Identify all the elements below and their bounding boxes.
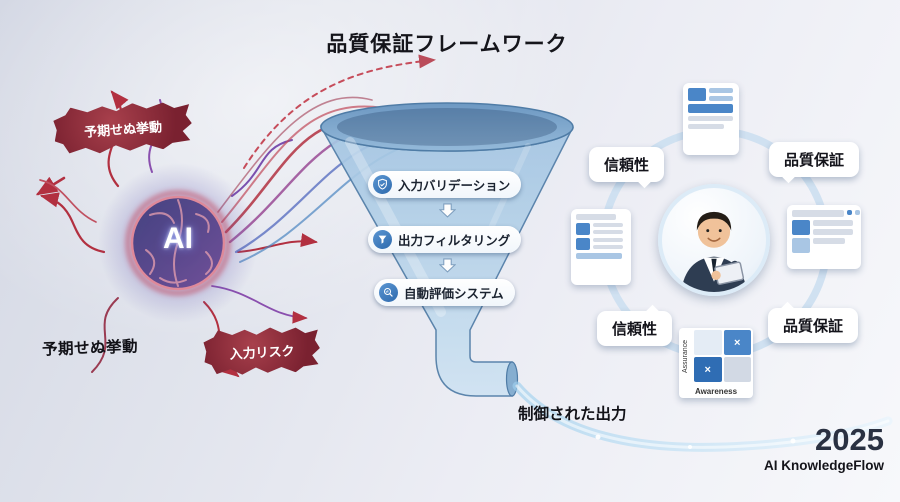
funnel-stage-label: 出力フィルタリング <box>398 234 511 248</box>
grid-cell <box>694 330 722 355</box>
grid-cells: × × <box>692 328 753 384</box>
doc-block <box>688 88 706 101</box>
doc-block <box>688 104 733 113</box>
grid-bottom-label: Awareness <box>694 386 738 396</box>
doc-block <box>688 116 733 121</box>
bubble-quality-assurance-top: 品質保証 <box>769 142 860 177</box>
bubble-reliability-top: 信頼性 <box>589 147 665 182</box>
evaluation-gauge-icon <box>379 283 398 302</box>
grid-cell <box>723 357 751 382</box>
doc-block <box>813 238 845 244</box>
ai-brain-label: AI <box>163 222 193 255</box>
diagram-title: 品質保証フレームワーク <box>326 33 568 56</box>
doc-block <box>688 124 724 129</box>
footer: 2025 AI KnowledgeFlow <box>764 424 884 473</box>
grid-vertical-label: Assurance <box>682 339 689 373</box>
doc-block <box>792 238 810 253</box>
doc-block <box>792 220 810 235</box>
doc-block <box>709 96 733 101</box>
funnel-stage-label: 入力バリデーション <box>398 179 511 193</box>
funnel-stage-output-filtering: 出力フィルタリング <box>368 226 522 253</box>
doc-block <box>593 223 623 227</box>
controlled-output-label: 制御された出力 <box>518 406 627 423</box>
doc-block <box>593 230 623 234</box>
footer-brand: AI KnowledgeFlow <box>764 458 884 473</box>
doc-block <box>593 238 623 242</box>
doc-block <box>576 214 616 220</box>
down-arrow-icon <box>439 258 456 273</box>
funnel-stage-auto-evaluation: 自動評価システム <box>374 279 515 306</box>
doc-block <box>792 210 844 217</box>
down-arrow-icon <box>439 203 456 218</box>
output-swoosh <box>512 381 893 452</box>
funnel-stage-label: 自動評価システム <box>404 287 504 301</box>
unexpected-behavior-label: 予期せぬ挙動 <box>41 338 139 359</box>
doc-block <box>847 210 852 215</box>
funnel-stage-input-validation: 入力バリデーション <box>368 171 522 198</box>
ai-brain-icon <box>98 163 258 323</box>
assurance-awareness-grid-icon: Assurance × × Awareness <box>679 328 753 398</box>
browser-icon-right <box>787 205 861 269</box>
doc-block <box>576 238 590 250</box>
bubble-reliability-bottom: 信頼性 <box>597 311 673 346</box>
person-avatar <box>658 184 770 296</box>
doc-block <box>593 245 623 249</box>
filter-icon <box>373 230 392 249</box>
document-icon-top <box>683 83 739 155</box>
doc-block <box>855 210 860 215</box>
grid-cell: × <box>723 330 751 355</box>
doc-block <box>813 229 853 235</box>
shield-check-icon <box>373 175 392 194</box>
doc-block <box>813 220 853 226</box>
doc-block <box>709 88 733 93</box>
document-icon-left <box>571 209 631 285</box>
doc-block <box>576 253 622 259</box>
grid-cell: × <box>694 357 722 382</box>
doc-block <box>576 223 590 235</box>
bubble-quality-assurance-bottom: 品質保証 <box>768 308 859 343</box>
footer-year: 2025 <box>815 422 884 457</box>
